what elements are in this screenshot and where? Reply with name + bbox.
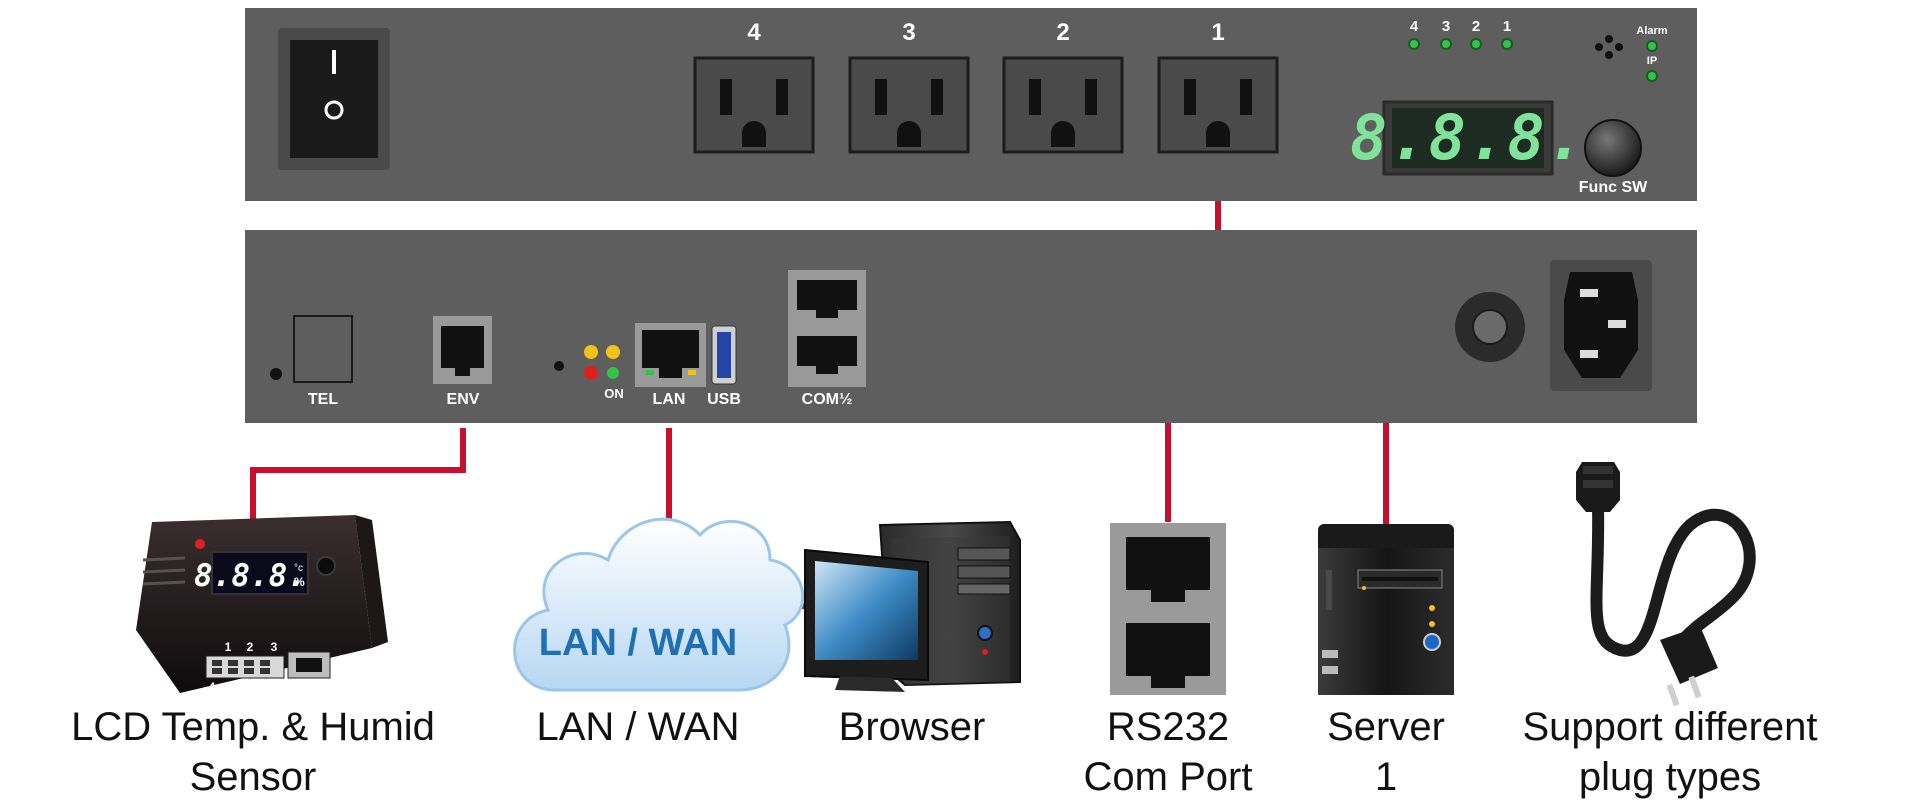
- caption-server-line2: 1: [1375, 755, 1397, 799]
- outlet-1-number: 1: [1211, 19, 1224, 46]
- caption-sensor-line1: LCD Temp. & Humid: [71, 705, 435, 749]
- cloud-label: LAN / WAN: [539, 622, 737, 664]
- caption-server-line1: Server: [1327, 705, 1445, 749]
- caption-browser: Browser: [839, 705, 986, 749]
- on-label: ON: [604, 386, 624, 401]
- func-switch-label: Func SW: [1579, 179, 1648, 196]
- temp-humidity-sensor: 8.8.8. °c % 1 2 3 4 5 6: [136, 515, 388, 694]
- alarm-label: Alarm: [1636, 25, 1667, 37]
- display-digits: 8.8.8.: [1350, 101, 1586, 174]
- caption-rs232-line1: RS232: [1107, 705, 1229, 749]
- sensor-unit-humid: %: [294, 575, 305, 589]
- outlet-1: [1157, 56, 1279, 154]
- led-3-label: 3: [1442, 18, 1450, 35]
- sensor-unit-temp: °c: [294, 563, 303, 574]
- caption-rs232-line2: Com Port: [1084, 755, 1253, 799]
- env-port[interactable]: [433, 316, 492, 384]
- usb-port[interactable]: [711, 325, 737, 385]
- sensor-port-5: 5: [232, 680, 239, 694]
- sensor-port-3: 3: [271, 640, 278, 654]
- usb-label: USB: [707, 391, 741, 408]
- env-label: ENV: [447, 391, 480, 408]
- led-1-label: 1: [1503, 18, 1511, 35]
- tel-label: TEL: [308, 391, 338, 408]
- alarm-led: [1646, 40, 1658, 52]
- outlet-2: [1002, 56, 1124, 154]
- pdu-front-panel: 4 3 2 1 4 3 2 1 Alarm IP: [245, 8, 1697, 201]
- sensor-power-led: [195, 539, 205, 549]
- sensor-port-2: 2: [247, 640, 254, 654]
- led-4: [1408, 38, 1420, 50]
- sensor-lcd: [211, 551, 309, 595]
- caption-lanwan: LAN / WAN: [537, 705, 740, 749]
- pdu-rear-panel: TEL ENV ON LAN USB: [245, 230, 1697, 423]
- sensor-knob: [316, 556, 336, 576]
- lan-wan-cloud-icon: LAN / WAN: [513, 517, 805, 692]
- sensor-dip-block: [205, 655, 285, 679]
- outlet-4: [693, 56, 815, 154]
- iec-power-inlet: [1550, 260, 1652, 391]
- led-2: [1470, 38, 1482, 50]
- tel-port[interactable]: [293, 315, 353, 383]
- com-ports[interactable]: [788, 270, 866, 387]
- outlet-2-number: 2: [1056, 19, 1069, 46]
- captions: LCD Temp. & Humid Sensor LAN / WAN Brows…: [71, 705, 1817, 799]
- sensor-rj45-port: [287, 651, 331, 679]
- rs232-port-icon: [1110, 523, 1226, 695]
- caption-sensor-line2: Sensor: [190, 755, 317, 799]
- caption-plug-line1: Support different: [1522, 705, 1817, 749]
- led-1: [1501, 38, 1513, 50]
- led-3: [1440, 38, 1452, 50]
- lan-label: LAN: [653, 391, 686, 408]
- lan-port[interactable]: [635, 323, 706, 387]
- rear-status-leds: [584, 345, 620, 380]
- ip-led: [1646, 70, 1658, 82]
- outlet-3: [848, 56, 970, 154]
- caption-plug-line2: plug types: [1579, 755, 1761, 799]
- sensor-port-4: 4: [209, 680, 216, 694]
- func-switch-button[interactable]: [1584, 119, 1642, 177]
- circuit-breaker[interactable]: [1455, 292, 1525, 362]
- com-label: COM½: [802, 391, 853, 408]
- server-icon: [1318, 524, 1454, 695]
- browser-computer-icon: [804, 520, 1021, 692]
- buzzer-icon: [1595, 35, 1623, 59]
- reset-pinhole: [270, 368, 282, 380]
- outlet-status-leds: 4 3 2 1: [1408, 18, 1513, 50]
- seven-segment-display: 8.8.8.: [1350, 100, 1586, 176]
- outlet-4-number: 4: [747, 19, 761, 46]
- power-switch[interactable]: [278, 28, 390, 170]
- line-env-to-sensor: [250, 428, 466, 520]
- ip-label: IP: [1647, 55, 1657, 67]
- outlet-3-number: 3: [902, 19, 915, 46]
- sensor-port-1: 1: [225, 640, 232, 654]
- led-2-label: 2: [1472, 18, 1480, 35]
- sensor-lcd-digits: 8.8.8.: [194, 558, 306, 594]
- sensor-port-6: 6: [255, 680, 262, 694]
- rear-pinhole: [554, 361, 564, 371]
- led-4-label: 4: [1410, 18, 1419, 35]
- power-plug-icon: [1576, 462, 1756, 707]
